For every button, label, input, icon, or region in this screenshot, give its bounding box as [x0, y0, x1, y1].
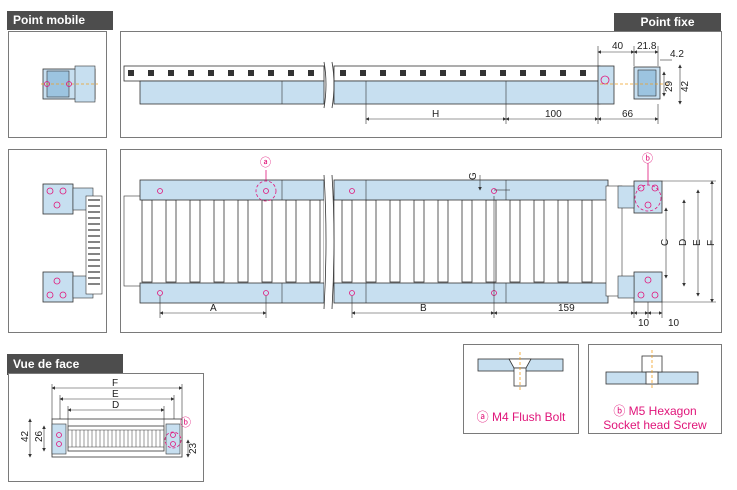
hex-socket-screw-illustration [605, 350, 699, 388]
legend-flush-bolt: ⓐ M4 Flush Bolt [476, 410, 566, 424]
dim-c: C [660, 239, 671, 246]
dim-10-a: 10 [638, 318, 650, 329]
chain-side-view [123, 61, 668, 109]
dim-a: A [210, 303, 217, 314]
face-view [51, 418, 183, 458]
tab-point-mobile: Point mobile [7, 11, 113, 30]
face-dim-42: 42 [20, 430, 31, 442]
dim-42: 42 [680, 80, 691, 92]
face-dim-f: F [112, 378, 118, 389]
dim-h: H [432, 109, 439, 120]
dim-66: 66 [622, 109, 634, 120]
dim-e: E [692, 239, 703, 246]
dim-g: G [468, 172, 479, 180]
legend-hex-screw-line2: Socket head Screw [603, 418, 707, 432]
dim-10-b: 10 [668, 318, 680, 329]
mid-dimensions [159, 175, 716, 318]
dim-4-2: 4.2 [670, 49, 684, 60]
dim-100: 100 [545, 109, 562, 120]
tab-point-fixe: Point fixe [614, 13, 721, 32]
face-dim-23: 23 [188, 442, 199, 454]
chain-top-view [123, 170, 609, 310]
dim-21-8: 21.8 [637, 41, 657, 52]
marker-a-top: ⓐ [260, 156, 271, 169]
fixed-end-top-view [605, 163, 663, 303]
dim-29: 29 [664, 80, 675, 92]
dim-b: B [420, 303, 427, 314]
dim-d: D [678, 239, 689, 246]
face-dimensions [28, 384, 190, 458]
tab-vue-de-face: Vue de face [7, 354, 123, 375]
marker-b-top: ⓑ [642, 152, 653, 165]
dim-f: F [706, 240, 717, 246]
marker-b-face: ⓑ [180, 416, 191, 429]
mobile-end-side-view [41, 65, 98, 103]
face-dim-e: E [112, 389, 119, 400]
top-dimensions [365, 46, 682, 124]
flush-bolt-illustration [477, 352, 564, 390]
face-dim-d: D [112, 400, 119, 411]
legend-hex-screw-line1: ⓑ M5 Hexagon [613, 404, 697, 418]
dim-159: 159 [558, 303, 575, 314]
mobile-end-top-view [42, 183, 103, 303]
face-dim-26: 26 [34, 430, 45, 442]
dim-40: 40 [612, 41, 624, 52]
